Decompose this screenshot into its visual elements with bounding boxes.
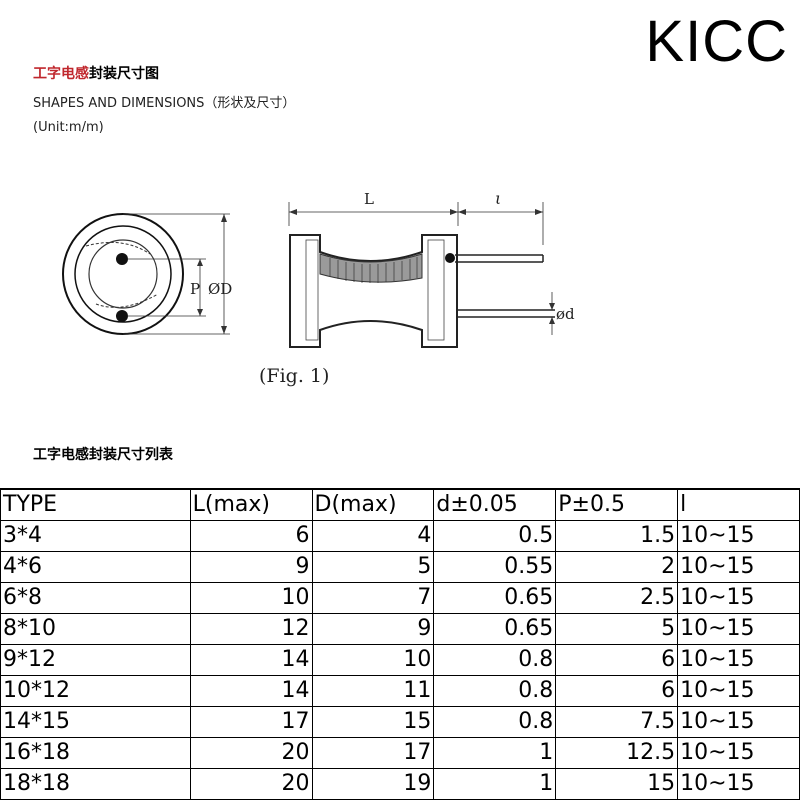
cell-lead-diameter: 0.65	[433, 582, 557, 614]
cell-d-max: 15	[311, 706, 435, 738]
table-row: 10*12 14 11 0.8 6 10~15	[0, 675, 800, 707]
label-P: P	[190, 280, 200, 298]
dimension-drawing: P ØD L ι	[62, 189, 575, 348]
cell-pitch: 12.5	[555, 737, 679, 769]
cell-pitch: 15	[555, 768, 679, 800]
table-row: 18*18 20 19 1 15 10~15	[0, 768, 800, 800]
cell-type: 10*12	[0, 675, 191, 707]
cell-type: 16*18	[0, 737, 191, 769]
header-pitch: P±0.5	[555, 488, 679, 521]
table-row: 9*12 14 10 0.8 6 10~15	[0, 644, 800, 676]
cell-pitch: 7.5	[555, 706, 679, 738]
cell-l-max: 10	[189, 582, 313, 614]
table-row: 6*8 10 7 0.65 2.5 10~15	[0, 582, 800, 614]
table-row: 16*18 20 17 1 12.5 10~15	[0, 737, 800, 769]
cell-lead-diameter: 0.8	[433, 675, 557, 707]
cell-d-max: 11	[311, 675, 435, 707]
table-row: 4*6 9 5 0.55 2 10~15	[0, 551, 800, 583]
label-L: L	[364, 190, 374, 208]
cell-type: 6*8	[0, 582, 191, 614]
label-D: ØD	[208, 280, 232, 298]
cell-pitch: 2.5	[555, 582, 679, 614]
cell-l-max: 20	[189, 768, 313, 800]
cell-l-max: 6	[189, 520, 313, 552]
cell-pitch: 2	[555, 551, 679, 583]
cell-lead-length: 10~15	[677, 520, 800, 552]
cell-type: 4*6	[0, 551, 191, 583]
cell-lead-diameter: 0.8	[433, 644, 557, 676]
cell-type: 3*4	[0, 520, 191, 552]
table-title: 工字电感封装尺寸列表	[33, 447, 173, 463]
cell-lead-length: 10~15	[677, 737, 800, 769]
cell-lead-length: 10~15	[677, 613, 800, 645]
cell-lead-diameter: 0.5	[433, 520, 557, 552]
cell-lead-diameter: 0.8	[433, 706, 557, 738]
cell-l-max: 17	[189, 706, 313, 738]
cell-l-max: 14	[189, 675, 313, 707]
subtitle-english: SHAPES AND DIMENSIONS（形状及尺寸）	[33, 96, 296, 111]
cell-lead-length: 10~15	[677, 551, 800, 583]
dimensions-table: TYPE L(max) D(max) d±0.05 P±0.5 l 3*4 6 …	[0, 488, 800, 800]
table-header-row: TYPE L(max) D(max) d±0.05 P±0.5 l	[0, 488, 800, 521]
cell-l-max: 9	[189, 551, 313, 583]
header-lead-diameter: d±0.05	[433, 488, 557, 521]
cell-pitch: 5	[555, 613, 679, 645]
header-lead-length: l	[677, 488, 800, 521]
cell-d-max: 19	[311, 768, 435, 800]
header-d-max: D(max)	[311, 488, 435, 521]
cell-l-max: 14	[189, 644, 313, 676]
header-type: TYPE	[0, 488, 191, 521]
table-row: 14*15 17 15 0.8 7.5 10~15	[0, 706, 800, 738]
unit-note: (Unit:m/m)	[33, 120, 104, 135]
figure-caption: (Fig. 1)	[259, 365, 330, 387]
cell-d-max: 10	[311, 644, 435, 676]
cell-lead-length: 10~15	[677, 706, 800, 738]
cell-lead-diameter: 1	[433, 768, 557, 800]
title-rest: 封装尺寸图	[89, 66, 159, 82]
cell-pitch: 6	[555, 675, 679, 707]
cell-d-max: 5	[311, 551, 435, 583]
table-row: 3*4 6 4 0.5 1.5 10~15	[0, 520, 800, 552]
cell-lead-length: 10~15	[677, 768, 800, 800]
cell-type: 18*18	[0, 768, 191, 800]
cell-l-max: 20	[189, 737, 313, 769]
cell-d-max: 9	[311, 613, 435, 645]
end-view: P ØD	[62, 213, 232, 335]
lead-bottom-dot	[116, 310, 128, 322]
cell-lead-length: 10~15	[677, 675, 800, 707]
brand-logo: KICC	[645, 9, 788, 74]
cell-lead-diameter: 0.65	[433, 613, 557, 645]
table-row: 8*10 12 9 0.65 5 10~15	[0, 613, 800, 645]
cell-pitch: 1.5	[555, 520, 679, 552]
header-l-max: L(max)	[189, 488, 313, 521]
cell-lead-length: 10~15	[677, 644, 800, 676]
cell-l-max: 12	[189, 613, 313, 645]
cell-d-max: 4	[311, 520, 435, 552]
winding-lines	[329, 257, 418, 283]
cell-lead-diameter: 1	[433, 737, 557, 769]
cell-type: 9*12	[0, 644, 191, 676]
page-title: 工字电感封装尺寸图	[33, 63, 159, 83]
cell-d-max: 17	[311, 737, 435, 769]
side-view: L ι ød	[288, 189, 575, 348]
title-highlight: 工字电感	[33, 66, 89, 82]
label-d: ød	[556, 305, 575, 323]
cell-lead-length: 10~15	[677, 582, 800, 614]
cell-type: 14*15	[0, 706, 191, 738]
cell-pitch: 6	[555, 644, 679, 676]
cell-type: 8*10	[0, 613, 191, 645]
lead-top-dot	[116, 253, 128, 265]
cell-lead-diameter: 0.55	[433, 551, 557, 583]
cell-d-max: 7	[311, 582, 435, 614]
label-l: ι	[495, 189, 501, 208]
